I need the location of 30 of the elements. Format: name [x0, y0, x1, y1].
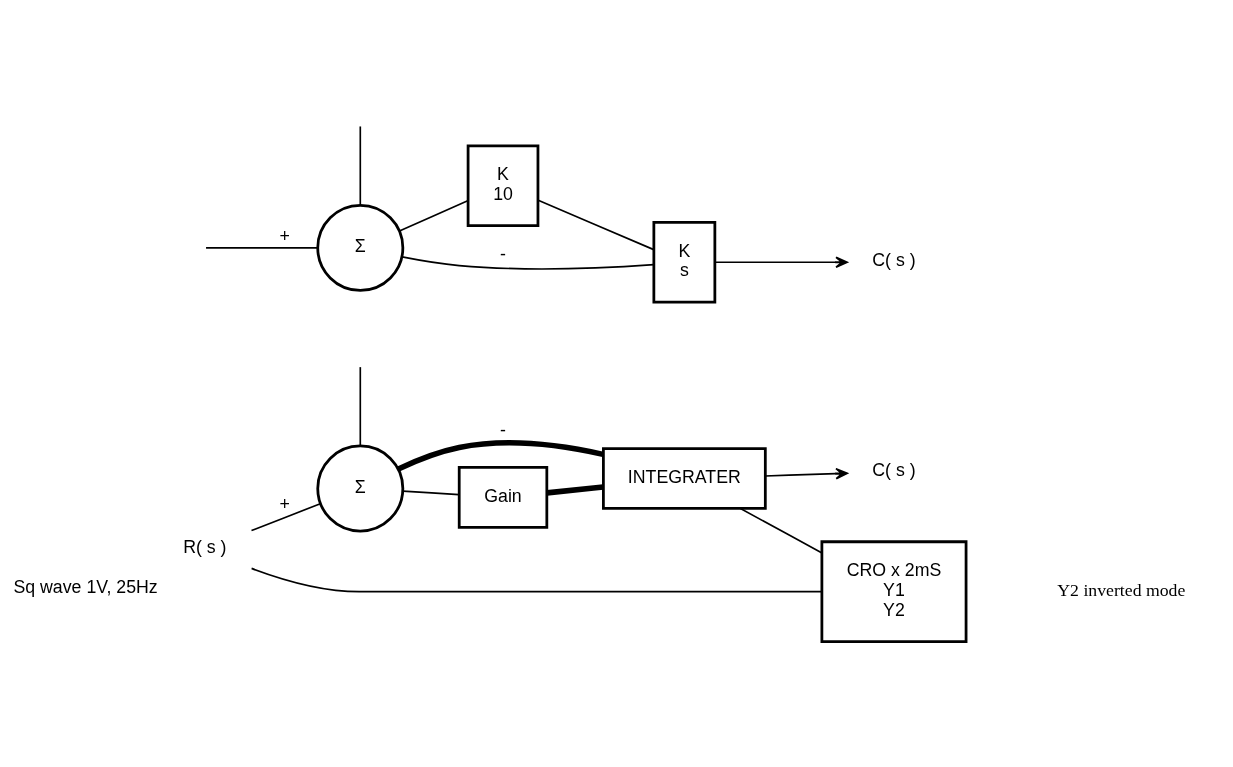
edge-label: + [279, 494, 290, 515]
connector [359, 366, 362, 447]
arrow [714, 256, 848, 269]
connector [250, 567, 823, 593]
node-box: CRO x 2mS Y1 Y2 [820, 540, 968, 643]
connector [546, 484, 604, 496]
node-text: R( s ) [183, 536, 227, 557]
node-box: Gain [457, 466, 549, 529]
connector [537, 199, 655, 251]
node-text: C( s ) [872, 460, 916, 481]
node-box: INTEGRATER [602, 447, 767, 510]
connector [739, 507, 823, 554]
node-text: C( s ) [872, 250, 916, 271]
connector [397, 440, 604, 472]
node-box: K s [652, 220, 717, 304]
node-circle: Σ [316, 203, 405, 292]
node-label: Sq wave 1V, 25Hz [13, 576, 158, 597]
label: Y2 inverted mode [1057, 579, 1186, 600]
edge-label: - [500, 420, 506, 441]
connector [398, 200, 469, 232]
edge-label: - [500, 243, 506, 264]
arrow [764, 467, 849, 480]
connector [205, 247, 319, 249]
connector [402, 490, 460, 496]
node-circle: Σ [316, 444, 405, 533]
edge-label: + [279, 226, 290, 247]
connector [359, 125, 362, 207]
connector [250, 502, 322, 532]
connector [401, 256, 655, 270]
node-box: K 10 [466, 144, 540, 228]
